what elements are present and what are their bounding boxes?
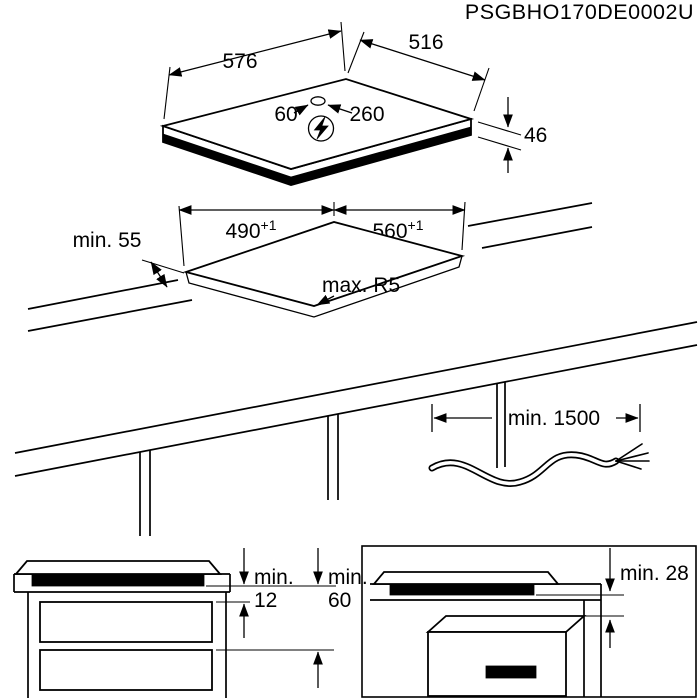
cutout-width-tolerance: +1 [261, 217, 277, 233]
depth-dimension-line [359, 39, 486, 81]
detail-frame [361, 545, 697, 698]
cutout-view: 490+1 560+1 min. 55 max. R5 [27, 201, 593, 332]
corner-radius-leader [316, 294, 335, 306]
edge-clearance-arrow [150, 261, 168, 288]
cable-wire-strand [615, 452, 649, 462]
extension-line [477, 136, 522, 151]
inlet-offset-right-label: 260 [349, 103, 384, 126]
hob-body [389, 583, 535, 596]
extension-line [473, 67, 490, 112]
power-connection-point [310, 96, 326, 106]
worktop-edge-line [27, 279, 179, 310]
lightning-bolt-icon [313, 116, 329, 140]
extension-line [477, 121, 522, 136]
cutout-width-value: 490 [225, 220, 260, 243]
hob-height-label: 46 [524, 124, 547, 147]
worktop-edge-line [467, 202, 593, 227]
drawer-clearance-min-label: min. [254, 566, 294, 589]
extension-line [347, 31, 365, 74]
drawer-clearance-value: 12 [254, 589, 277, 612]
power-symbol-circle [307, 115, 335, 142]
mains-cable-core [430, 453, 618, 486]
hob-depth-label: 516 [408, 31, 443, 54]
hob-body [31, 573, 205, 587]
extension-line [461, 201, 466, 251]
inlet-leader-right [327, 104, 353, 114]
cable-wire-strand [615, 460, 642, 470]
cable-length-label: min. 1500 [508, 407, 600, 430]
hob-trim-band [162, 126, 472, 186]
edge-clearance-label: min. 55 [73, 229, 142, 252]
width-dimension-line [168, 29, 342, 77]
hob-3d-view: 60 260 576 516 46 [159, 21, 547, 186]
oven-front [427, 631, 567, 697]
worktop-edge-line [27, 299, 193, 332]
vent-clearance-min-label: min. [328, 566, 368, 589]
extension-line [141, 259, 185, 274]
hob-profile [14, 560, 222, 575]
worktop-edge-line [481, 226, 593, 249]
cabinet-front-edge-top [14, 321, 698, 454]
cable-length-indicator: min. 1500 [428, 404, 650, 487]
extension-line [340, 21, 346, 72]
cutout-inner-edge [185, 255, 463, 318]
hob-profile [372, 571, 560, 585]
inlet-offset-left-label: 60 [274, 103, 297, 126]
cabinet-front-edge-bottom [14, 344, 698, 477]
oven-top-face [425, 615, 587, 633]
side-view-oven-clearance: min. 28 [361, 545, 697, 698]
oven-clearance-label: min. 28 [620, 562, 689, 585]
worktop-perspective [14, 321, 698, 536]
side-view-drawer-clearance: min. 12 min. 60 [13, 548, 368, 698]
inlet-leader-left [293, 104, 309, 116]
extension-line [178, 205, 185, 267]
cutout-width-label: 490+1 [225, 217, 276, 243]
hob-width-label: 576 [222, 50, 257, 73]
product-code: PSGBHO170DE0002U [465, 0, 694, 24]
drawer-front [39, 601, 213, 643]
cutout-depth-tolerance: +1 [408, 217, 424, 233]
hob-top-face [159, 78, 475, 170]
drawer-front [39, 649, 213, 691]
corner-radius-label: max. R5 [322, 274, 400, 297]
oven-handle-slot [485, 665, 537, 679]
vent-clearance-value: 60 [328, 589, 351, 612]
cable-wire-strand [615, 443, 643, 462]
